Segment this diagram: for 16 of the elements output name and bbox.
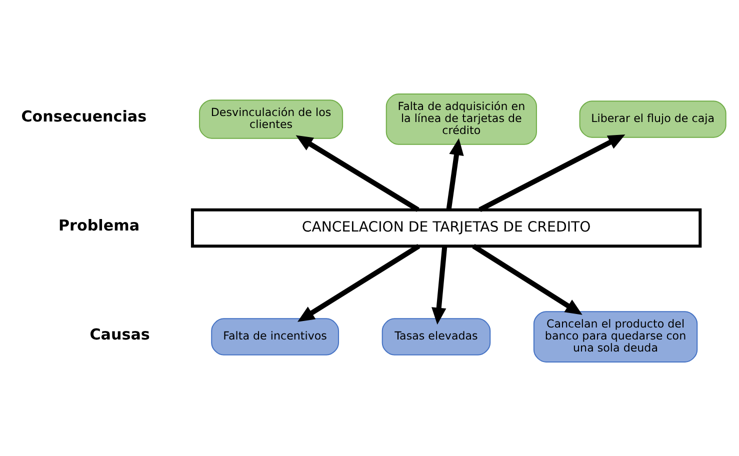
node-box: Cancelan el producto del banco para quedarse con una sola deuda (533, 311, 698, 362)
arrow (472, 244, 582, 315)
node-box: CANCELACION DE TARJETAS DE CREDITO (190, 208, 702, 248)
arrow (478, 134, 626, 212)
node-box: Falta de adquisición en la línea de tarjetas de crédito (386, 94, 537, 145)
node-box: Desvinculación de los clientes (199, 100, 344, 139)
node-box: Falta de incentivos (211, 318, 340, 356)
label: Consecuencias (21, 108, 147, 126)
arrow (296, 135, 420, 212)
arrow (297, 244, 420, 322)
label: Problema (58, 216, 140, 235)
node-box: Tasas elevadas (382, 318, 491, 356)
node-box: Liberar el flujo de caja (579, 100, 726, 138)
arrow (446, 138, 464, 210)
arrow (432, 246, 448, 325)
label: Causas (90, 325, 150, 344)
